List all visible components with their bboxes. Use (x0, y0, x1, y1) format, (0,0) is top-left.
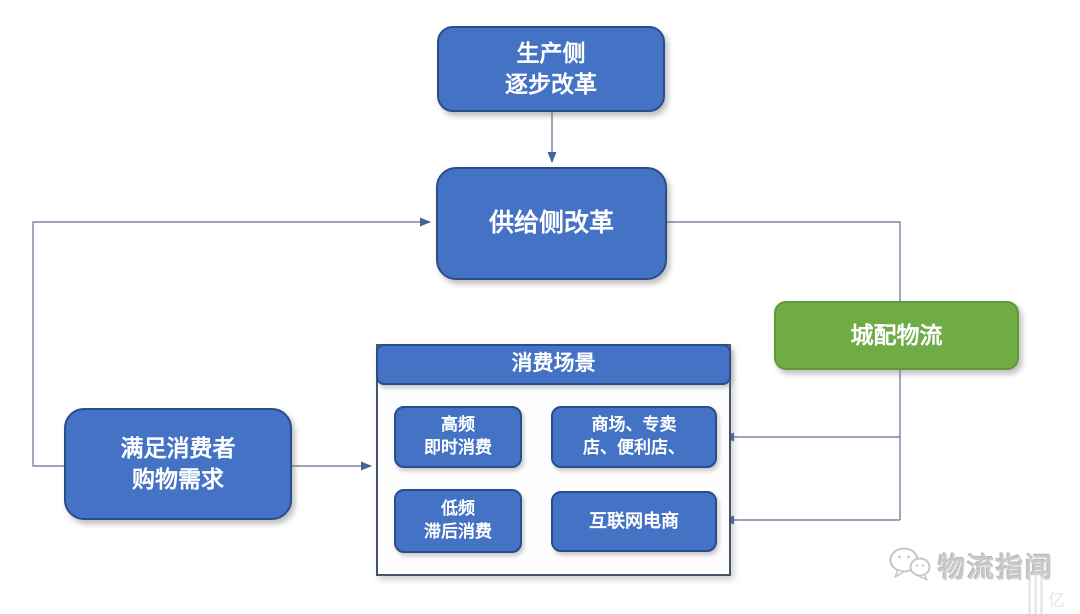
node-city-distribution-logistics: 城配物流 (774, 301, 1019, 370)
node-lowfreq-label-line1: 低频 (441, 499, 475, 519)
eo-brand-watermark: 亿欧 (1028, 572, 1080, 614)
eo-bars-icon (1028, 572, 1043, 614)
watermark-label: 物流指闻 (938, 552, 1054, 583)
chat-bubbles-icon (889, 547, 931, 581)
node-production-side: 生产侧 逐步改革 (437, 26, 665, 112)
edge-consumer-loop-to-supply (32, 217, 431, 467)
edge-supply-right-trunk (667, 221, 901, 520)
node-mall-stores: 商场、专卖 店、便利店、 (551, 406, 717, 468)
node-mall-label-line1: 商场、专卖 (591, 415, 677, 435)
node-consumer-demand: 满足消费者 购物需求 (64, 408, 292, 520)
node-highfreq-label-line1: 高频 (441, 415, 475, 435)
consumption-scene-title: 消费场景 (511, 352, 596, 376)
node-consumer-label-line1: 满足消费者 (120, 434, 236, 461)
eo-brand-label: 亿欧 (1048, 591, 1066, 610)
node-mall-label-line2: 店、便利店、 (583, 438, 685, 457)
node-highfreq-label-line2: 即时消费 (424, 438, 492, 457)
watermark: 物流指闻 (888, 544, 1054, 586)
node-production-label-line2: 逐步改革 (505, 71, 597, 97)
node-logistics-label: 城配物流 (850, 321, 943, 348)
node-consumer-label-line2: 购物需求 (132, 466, 224, 492)
node-lowfreq-label-line2: 滞后消费 (424, 522, 492, 541)
node-ecommerce-label: 互联网电商 (589, 511, 679, 532)
node-low-frequency-lagged: 低频 滞后消费 (394, 489, 522, 553)
node-supply-label: 供给侧改革 (488, 208, 614, 237)
node-high-frequency-instant: 高频 即时消费 (394, 406, 522, 468)
consumption-scene-header: 消费场景 (376, 344, 731, 385)
node-supply-side-reform: 供给侧改革 (436, 167, 667, 280)
node-production-label-line1: 生产侧 (516, 39, 586, 66)
node-internet-ecommerce: 互联网电商 (551, 491, 717, 552)
